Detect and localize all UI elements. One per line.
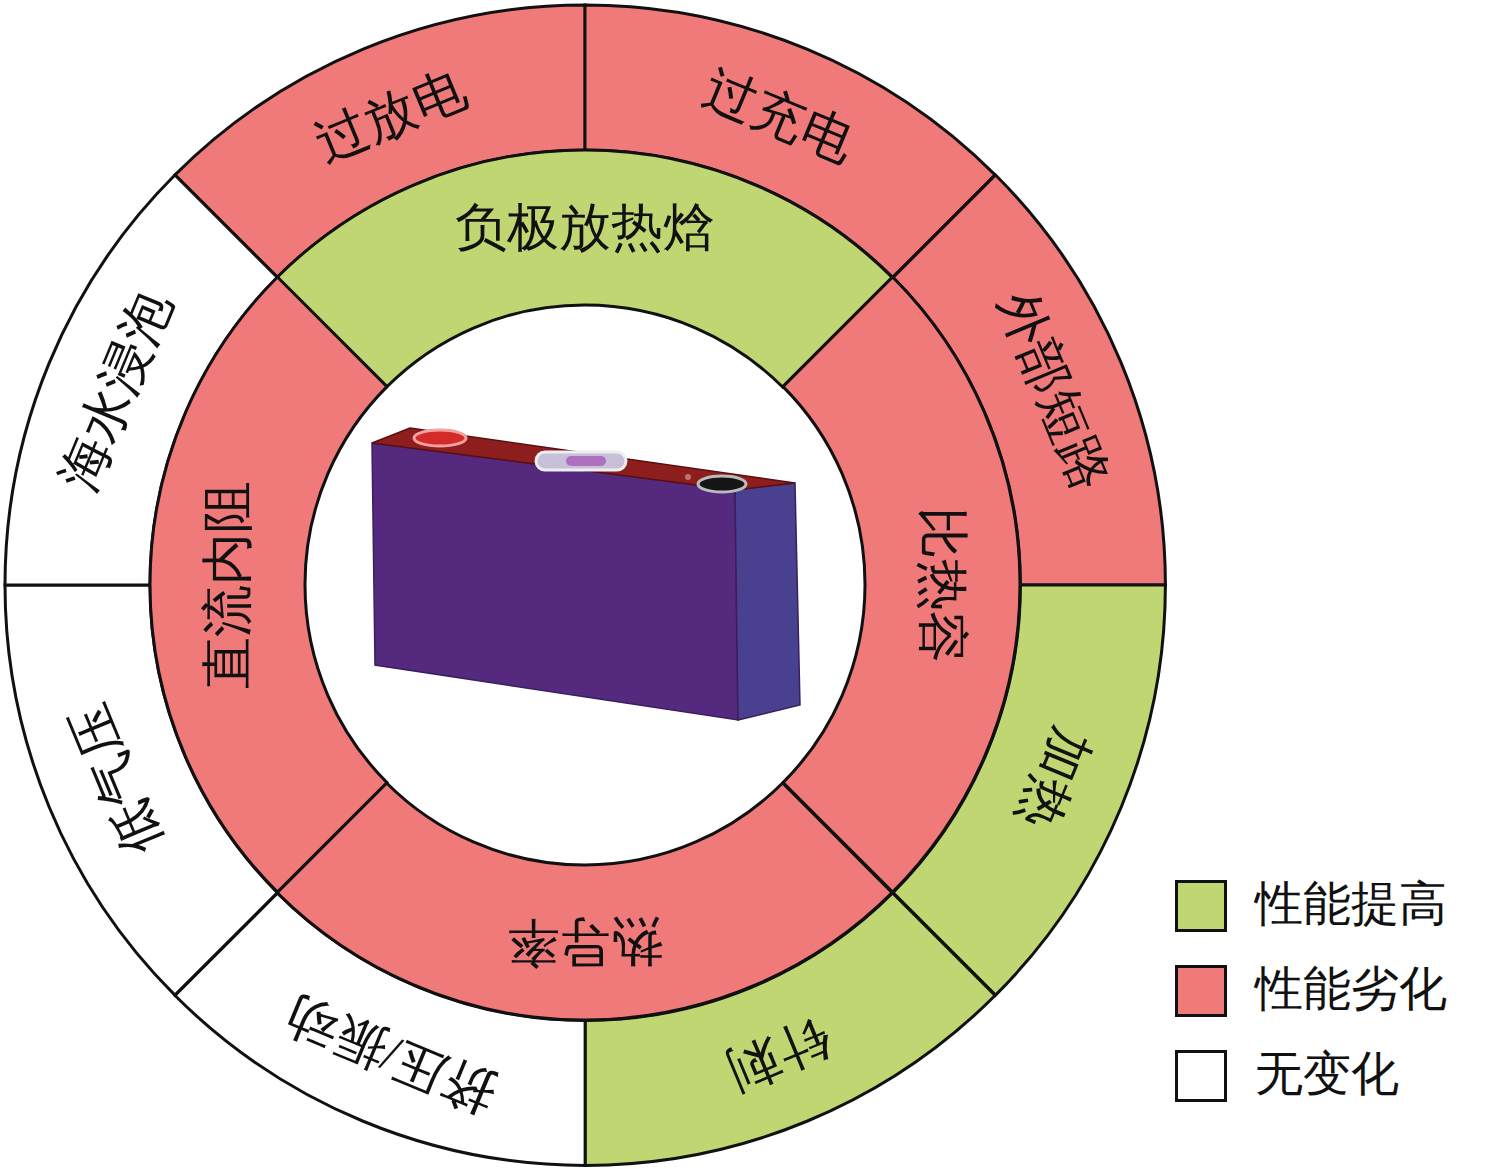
legend-label: 性能提高 <box>1255 878 1447 931</box>
legend-label: 无变化 <box>1255 1048 1399 1101</box>
segment-outline <box>779 273 1024 896</box>
segment-outline <box>273 146 896 391</box>
parameter-segment: 热导率 <box>273 779 896 1024</box>
legend-swatch <box>1175 1050 1227 1102</box>
segment-label: 热导率 <box>507 916 663 968</box>
segment-label: 比热容 <box>916 507 968 663</box>
legend-swatch <box>1175 880 1227 932</box>
legend-label: 性能劣化 <box>1255 963 1447 1016</box>
legend-swatch <box>1175 965 1227 1017</box>
parameter-segment: 比热容 <box>779 273 1024 896</box>
segment-label: 负极放热焓 <box>455 202 715 254</box>
segment-outline <box>146 273 391 896</box>
segment-label: 直流内阻 <box>202 481 254 689</box>
legend-item: 性能劣化 <box>1175 965 1367 1017</box>
parameter-segment: 直流内阻 <box>146 273 391 896</box>
segment-outline <box>273 779 896 1024</box>
legend-item: 性能提高 <box>1175 880 1367 932</box>
parameter-segment: 负极放热焓 <box>273 146 896 391</box>
legend-item: 无变化 <box>1175 1050 1319 1102</box>
